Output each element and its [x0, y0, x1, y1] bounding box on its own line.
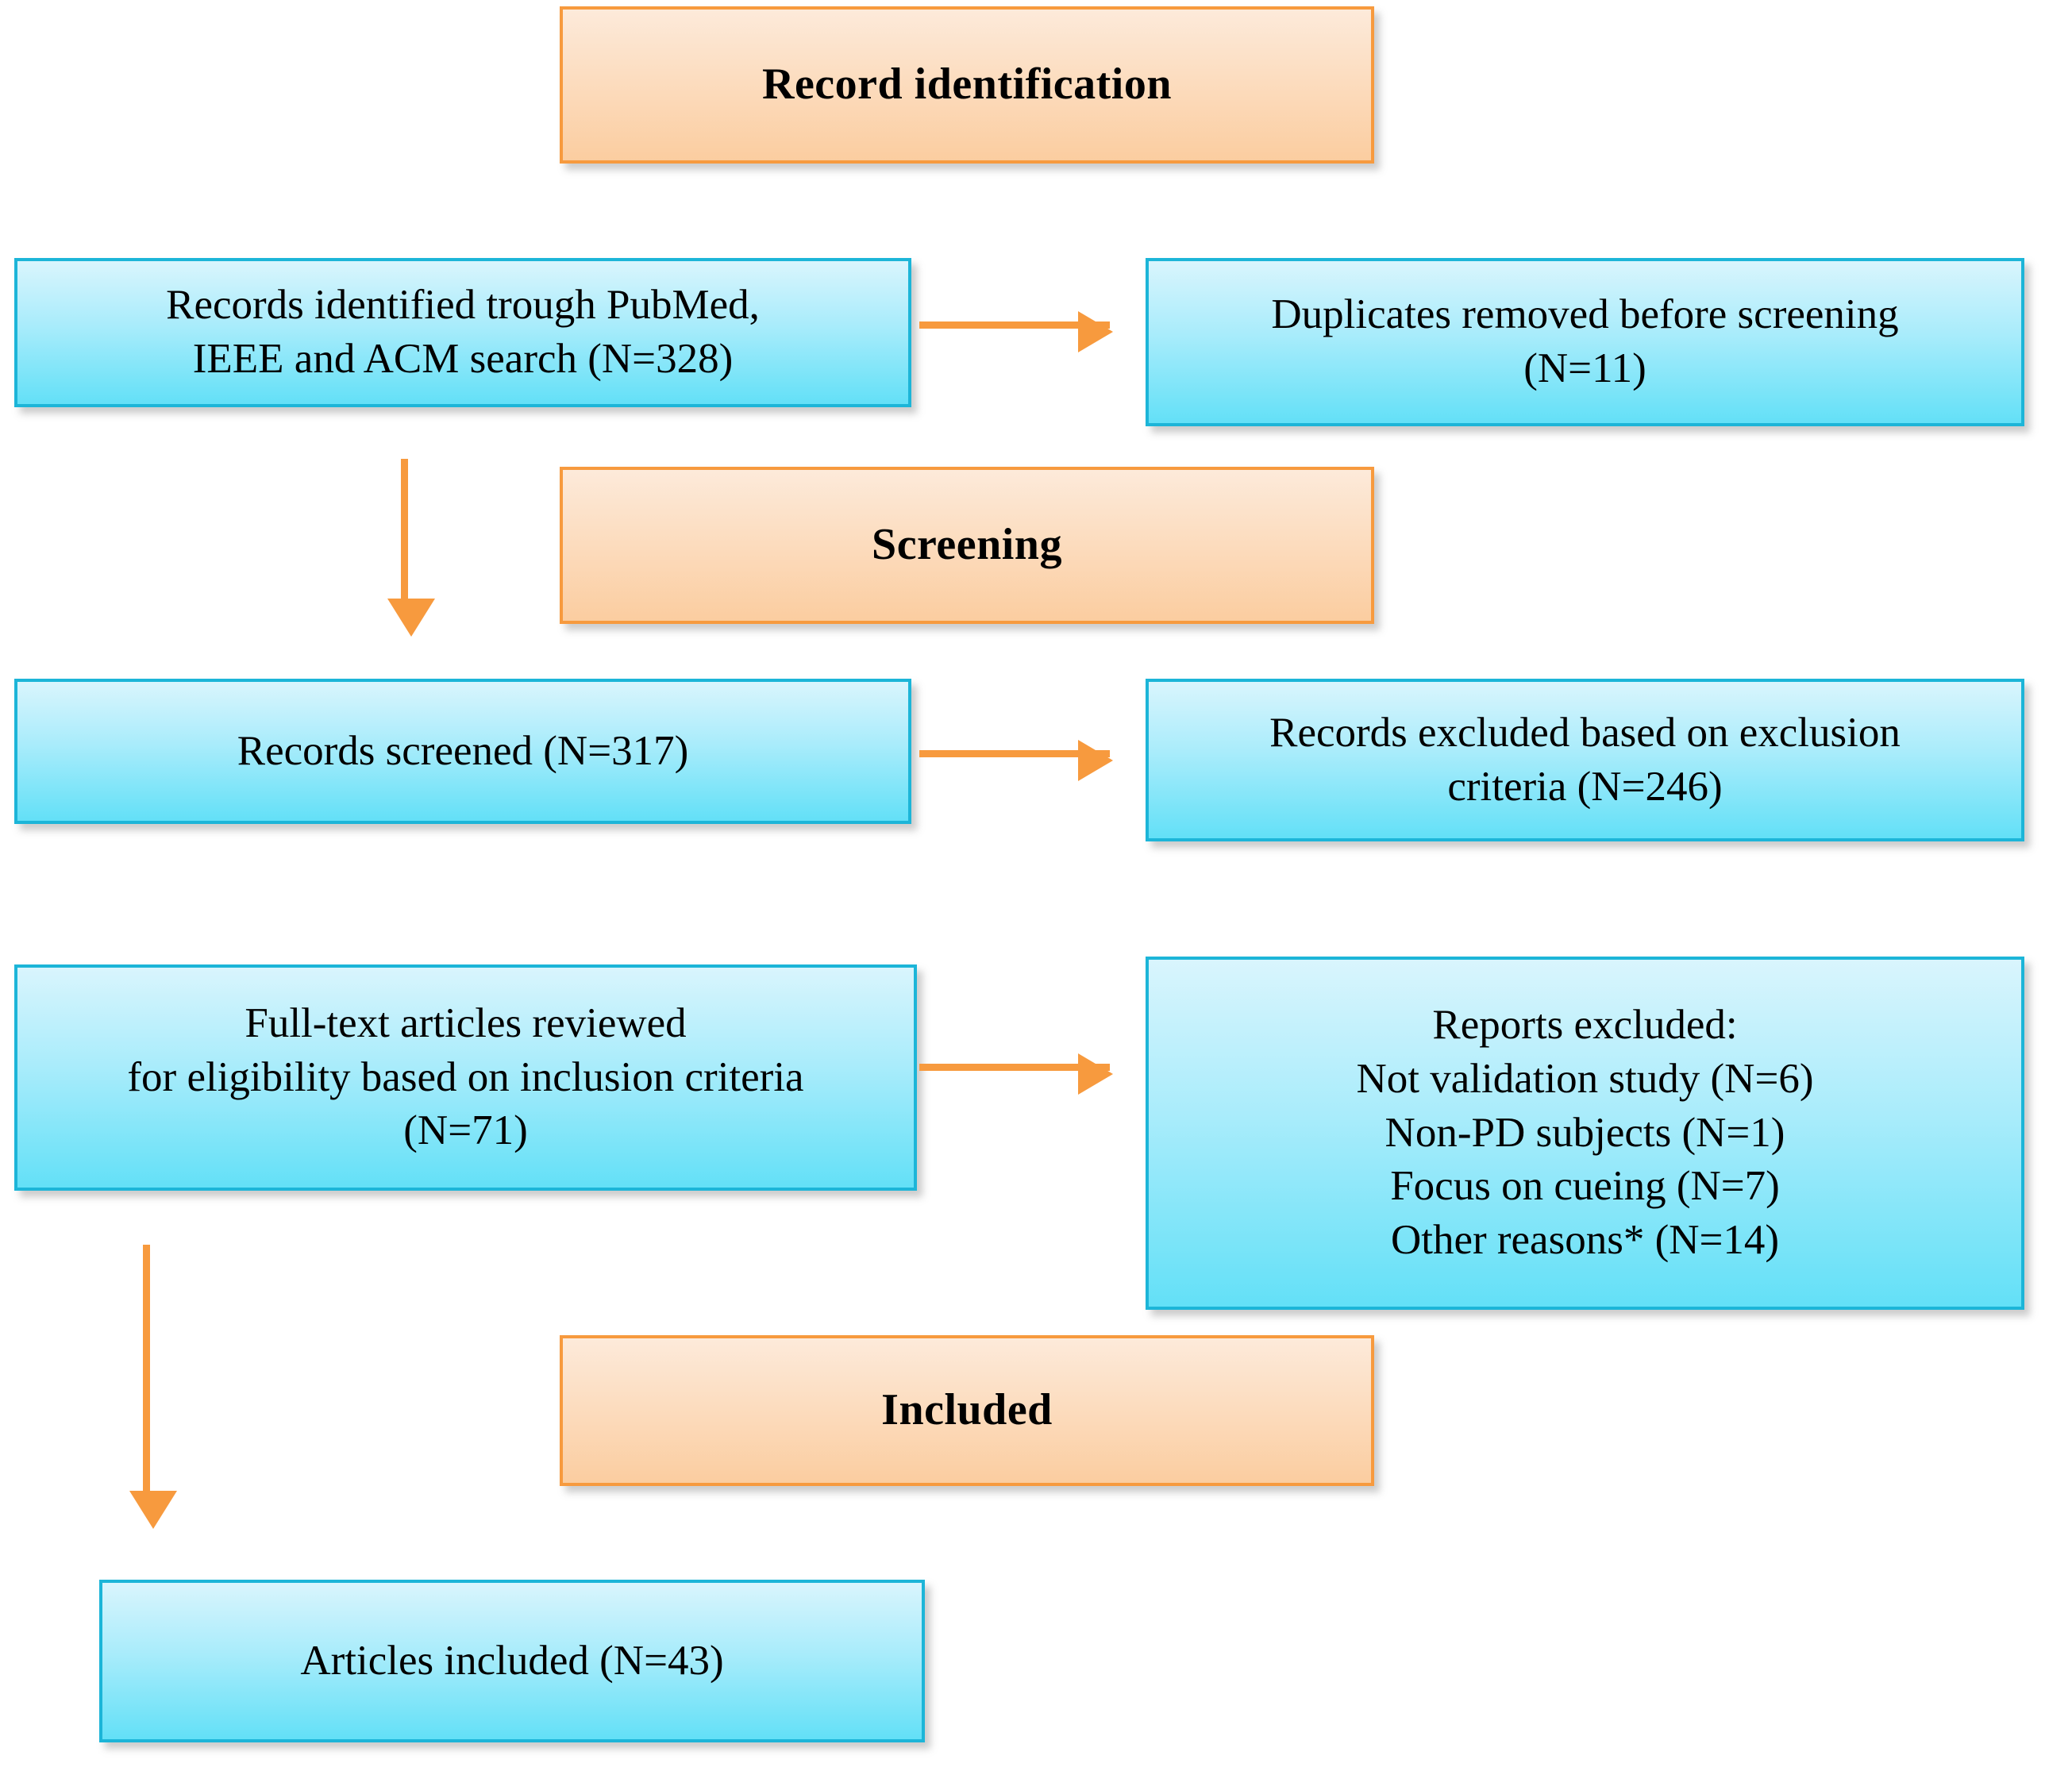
node-full-text-reviewed-line-3: (N=71)	[403, 1107, 528, 1154]
node-full-text-reviewed-line-1: Full-text articles reviewed	[245, 999, 687, 1046]
node-duplicates-removed-line-1: Duplicates removed before screening	[1271, 291, 1899, 338]
node-records-screened: Records screened (N=317)	[14, 679, 911, 824]
stage-header-included: Included	[560, 1335, 1374, 1486]
node-articles-included: Articles included (N=43)	[99, 1580, 925, 1742]
node-reports-excluded: Reports excluded: Not validation study (…	[1146, 957, 2024, 1310]
node-records-identified: Records identified trough PubMed, IEEE a…	[14, 258, 911, 407]
stage-header-included-label: Included	[881, 1385, 1053, 1435]
node-reports-excluded-line-2: Not validation study (N=6)	[1356, 1055, 1814, 1102]
node-articles-included-line-1: Articles included (N=43)	[300, 1637, 724, 1684]
stage-header-screening-label: Screening	[872, 520, 1062, 570]
node-reports-excluded-line-1: Reports excluded:	[1432, 1001, 1738, 1048]
node-records-identified-line-2: IEEE and ACM search (N=328)	[192, 336, 734, 382]
node-reports-excluded-text: Reports excluded: Not validation study (…	[1149, 999, 2021, 1268]
node-records-screened-line-1: Records screened (N=317)	[237, 727, 689, 774]
node-records-screened-text: Records screened (N=317)	[17, 725, 908, 779]
node-full-text-reviewed: Full-text articles reviewed for eligibil…	[14, 964, 917, 1191]
node-full-text-reviewed-line-2: for eligibility based on inclusion crite…	[127, 1053, 804, 1100]
node-records-excluded-text: Records excluded based on exclusion crit…	[1149, 706, 2021, 814]
node-articles-included-text: Articles included (N=43)	[102, 1634, 922, 1688]
stage-header-record-identification-label: Record identification	[762, 60, 1172, 110]
arrow-identified-to-screened	[387, 459, 435, 637]
node-reports-excluded-line-5: Other reasons* (N=14)	[1390, 1217, 1780, 1264]
node-reports-excluded-line-3: Non-PD subjects (N=1)	[1385, 1109, 1785, 1156]
stage-header-screening: Screening	[560, 467, 1374, 624]
node-records-identified-text: Records identified trough PubMed, IEEE a…	[17, 279, 908, 387]
node-records-excluded-line-2: criteria (N=246)	[1447, 763, 1723, 810]
node-records-identified-line-1: Records identified trough PubMed,	[166, 282, 760, 329]
node-full-text-reviewed-text: Full-text articles reviewed for eligibil…	[17, 997, 914, 1158]
node-duplicates-removed-line-2: (N=11)	[1523, 345, 1646, 391]
arrow-screened-to-excluded	[919, 740, 1113, 781]
node-records-excluded-line-1: Records excluded based on exclusion	[1269, 709, 1901, 756]
arrow-identified-to-duplicates	[919, 311, 1113, 352]
stage-header-record-identification: Record identification	[560, 6, 1374, 164]
node-reports-excluded-line-4: Focus on cueing (N=7)	[1390, 1163, 1780, 1210]
node-records-excluded: Records excluded based on exclusion crit…	[1146, 679, 2024, 841]
arrow-fulltext-to-included	[129, 1245, 177, 1529]
node-duplicates-removed: Duplicates removed before screening (N=1…	[1146, 258, 2024, 426]
node-duplicates-removed-text: Duplicates removed before screening (N=1…	[1149, 288, 2021, 396]
arrow-fulltext-to-reports-excluded	[919, 1053, 1113, 1095]
